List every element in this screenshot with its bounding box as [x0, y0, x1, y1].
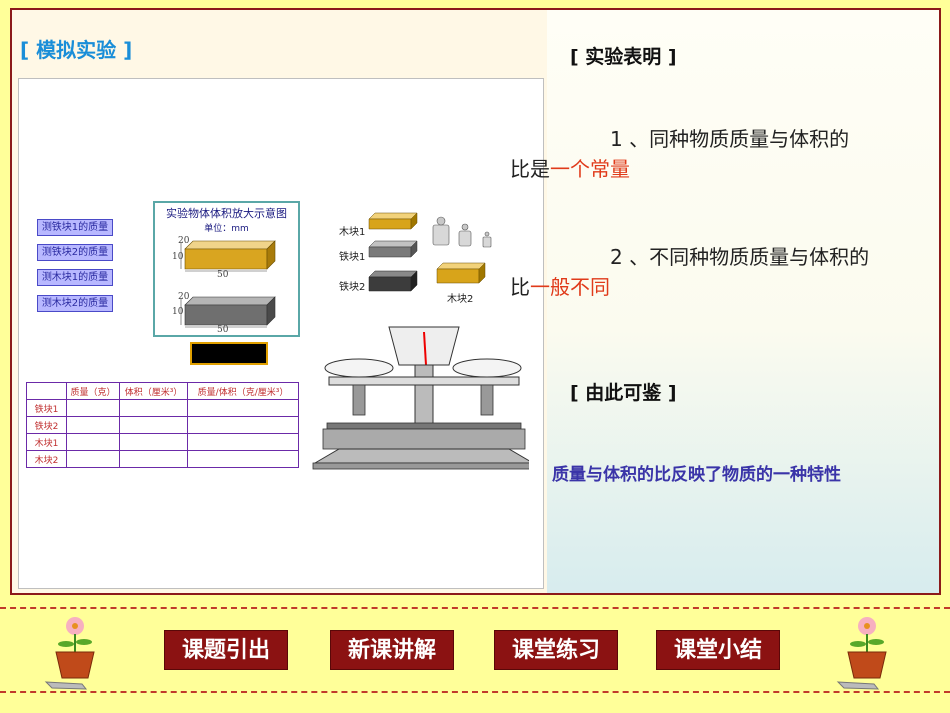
dim-top-height: 10 [172, 252, 184, 262]
table-row: 铁块2 [26, 416, 299, 434]
table-row: 木块2 [26, 450, 299, 468]
table-header [26, 382, 67, 400]
dim-top-depth: 20 [178, 236, 190, 246]
row-label: 铁块1 [26, 399, 67, 417]
table-header-row: 质量（克） 体积（厘米³） 质量/体积（克/厘米³） [26, 382, 299, 400]
point1-text: 1 、同种物质质量与体积的 [610, 127, 850, 151]
conclusion-title: [ 实验表明 ] [570, 46, 677, 68]
flower-pot-icon-right [836, 617, 887, 690]
balance-scale [312, 326, 529, 470]
nav-lesson-button[interactable]: 新课讲解 [330, 630, 454, 670]
iron2-block[interactable] [368, 270, 418, 278]
table-row: 铁块1 [26, 399, 299, 417]
nav-summary-button[interactable]: 课堂小结 [656, 630, 780, 670]
wood1-block[interactable] [368, 212, 418, 220]
blocks-diagram-svg [180, 240, 276, 328]
simulation-panel: 测铁块1的质量 测铁块2的质量 测木块1的质量 测木块2的质量 实验物体体积放大… [18, 78, 544, 589]
measure-wood2-button[interactable]: 测木块2的质量 [37, 295, 113, 312]
divider-top [0, 607, 950, 609]
dim-top-length: 50 [217, 270, 229, 280]
wood1-label: 木块1 [339, 227, 366, 238]
weights-set[interactable] [432, 216, 492, 248]
point2-tail: 比 [510, 275, 530, 299]
measure-iron2-button[interactable]: 测铁块2的质量 [37, 244, 113, 261]
iron1-label: 铁块1 [339, 252, 366, 263]
dim-bottom-height: 10 [172, 307, 184, 317]
wood2-label: 木块2 [447, 294, 474, 305]
nav-intro-button[interactable]: 课题引出 [164, 630, 288, 670]
point2-text: 2 、不同种物质质量与体积的 [610, 245, 870, 269]
table-row: 木块1 [26, 433, 299, 451]
conclusion-point-1: 1 、同种物质质量与体积的 比是一个常量 [510, 124, 920, 184]
measure-iron1-button[interactable]: 测铁块1的质量 [37, 219, 113, 236]
diagram-unit: 单位：mm [204, 224, 249, 234]
row-label: 铁块2 [26, 416, 67, 434]
dim-bottom-depth: 20 [178, 292, 190, 302]
point2-highlight: 一般不同 [530, 275, 610, 299]
simulation-title: [ 模拟实验 ] [20, 38, 133, 62]
results-table: 质量（克） 体积（厘米³） 质量/体积（克/厘米³） 铁块1 铁块2 木块1 木… [26, 382, 299, 468]
thus-title: [ 由此可鉴 ] [570, 382, 677, 404]
thus-text: 质量与体积的比反映了物质的一种特性 [552, 465, 841, 485]
row-label: 木块1 [26, 433, 67, 451]
conclusion-point-2: 2 、不同种物质质量与体积的 比一般不同 [510, 242, 930, 302]
objects-and-balance-svg [312, 212, 529, 470]
table-header: 体积（厘米³） [119, 382, 188, 400]
divider-bottom [0, 691, 950, 693]
dim-bottom-length: 50 [217, 325, 229, 335]
table-header: 质量/体积（克/厘米³） [187, 382, 299, 400]
point1-highlight: 一个常量 [550, 157, 630, 181]
point1-tail: 比是 [510, 157, 550, 181]
row-label: 木块2 [26, 450, 67, 468]
volume-diagram: 实验物体体积放大示意图 单位：mm 20 10 50 20 10 50 [153, 201, 300, 337]
measure-wood1-button[interactable]: 测木块1的质量 [37, 269, 113, 286]
diagram-title: 实验物体体积放大示意图 [166, 207, 287, 220]
flower-pot-icon-left [44, 617, 95, 690]
table-header: 质量（克） [66, 382, 120, 400]
mass-readout-display [190, 342, 268, 365]
iron2-label: 铁块2 [339, 282, 366, 293]
nav-practice-button[interactable]: 课堂练习 [494, 630, 618, 670]
iron1-block[interactable] [368, 240, 418, 248]
wood2-block[interactable] [436, 262, 486, 270]
